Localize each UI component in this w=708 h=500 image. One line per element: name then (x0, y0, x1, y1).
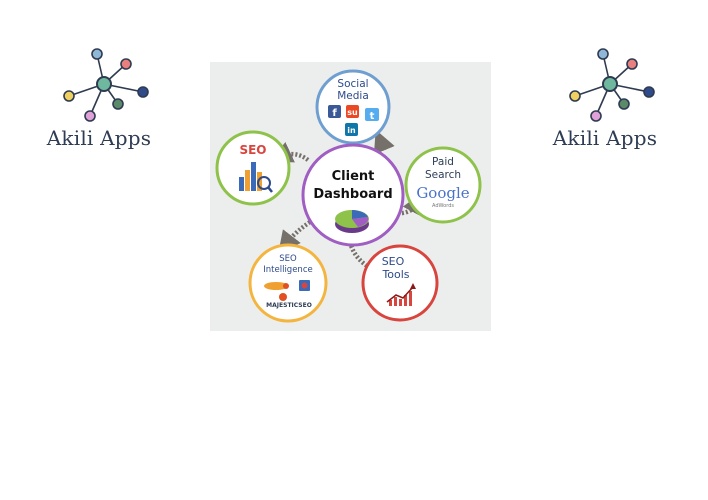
arrow-to-seo-intelligence (278, 220, 312, 254)
paid-search-line1: Paid (432, 156, 454, 168)
node-seo: SEO (215, 130, 291, 206)
bar-chart-magnifier-icon (239, 162, 273, 193)
google-logo: Google (416, 184, 469, 202)
node-client-dashboard: Client Dashboard (301, 143, 405, 247)
brand-logo-left: Akili Apps (34, 44, 164, 150)
majestic-seo-logo: MAJESTICSEO (266, 302, 312, 309)
twitter-icon (365, 108, 379, 121)
svg-text:in: in (347, 126, 356, 135)
node-paid-search: Paid Search Google AdWords (404, 146, 482, 224)
arrow-to-seo-tools (347, 241, 389, 278)
pie-chart-icon (335, 210, 369, 233)
social-media-line2: Media (337, 90, 369, 102)
brand-logo-right: Akili Apps (540, 44, 670, 150)
client-dashboard-diagram: Social Media f su t in SEO Paid Search G… (210, 62, 491, 331)
svg-text:su: su (347, 108, 358, 117)
seo-tools-line2: Tools (381, 268, 409, 281)
center-line1: Client (332, 169, 375, 184)
flame-logo-icon (264, 282, 289, 290)
network-node-icon (63, 48, 149, 122)
svg-text:f: f (332, 108, 337, 119)
brand-name: Akili Apps (46, 126, 152, 150)
center-line2: Dashboard (313, 187, 392, 202)
rising-graph-icon (386, 283, 416, 306)
adwords-label: AdWords (432, 203, 454, 209)
stumbleupon-icon (346, 105, 359, 118)
social-media-line1: Social (337, 78, 368, 90)
linkedin-icon (345, 123, 358, 136)
majestic-logo-icon (279, 293, 287, 301)
seo-intelligence-line2: Intelligence (263, 265, 312, 275)
paid-search-line2: Search (425, 169, 461, 181)
node-social-media: Social Media f su t in (315, 69, 391, 145)
node-seo-tools: SEO Tools (361, 244, 439, 322)
seo-tools-line1: SEO (382, 255, 405, 268)
node-seo-intelligence: SEO Intelligence MAJESTICSEO (248, 243, 328, 323)
brand-name: Akili Apps (552, 126, 658, 150)
network-node-icon (569, 48, 655, 122)
facebook-icon (328, 105, 341, 118)
seo-label: SEO (239, 143, 266, 157)
seo-intelligence-line1: SEO (279, 254, 297, 264)
svg-text:t: t (370, 111, 375, 122)
